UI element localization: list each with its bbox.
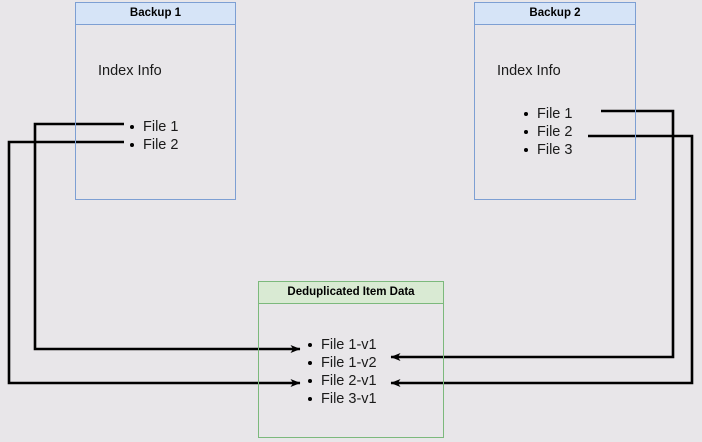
- list-item: File 1: [522, 105, 572, 123]
- dedup-title: Deduplicated Item Data: [259, 282, 443, 304]
- list-item: File 2: [128, 136, 178, 154]
- backup-2-index-info-label: Index Info: [497, 63, 561, 79]
- backup-1-file-list: File 1 File 2: [128, 118, 178, 154]
- backup-2-body: Index Info File 1 File 2 File 3: [475, 25, 635, 199]
- backup-1-body: Index Info File 1 File 2: [76, 25, 235, 199]
- list-item: File 3-v1: [306, 390, 377, 408]
- list-item: File 2-v1: [306, 372, 377, 390]
- backup-2-title: Backup 2: [475, 3, 635, 25]
- backup-1-index-info-label: Index Info: [98, 63, 162, 79]
- dedup-body: File 1-v1 File 1-v2 File 2-v1 File 3-v1: [259, 304, 443, 437]
- list-item: File 2: [522, 123, 572, 141]
- dedup-file-list: File 1-v1 File 1-v2 File 2-v1 File 3-v1: [306, 336, 377, 408]
- list-item: File 1: [128, 118, 178, 136]
- node-deduplicated-item-data[interactable]: Deduplicated Item Data File 1-v1 File 1-…: [258, 281, 444, 438]
- node-backup-1[interactable]: Backup 1 Index Info File 1 File 2: [75, 2, 236, 200]
- backup-2-file-list: File 1 File 2 File 3: [522, 105, 572, 159]
- list-item: File 1-v2: [306, 354, 377, 372]
- list-item: File 3: [522, 141, 572, 159]
- node-backup-2[interactable]: Backup 2 Index Info File 1 File 2 File 3: [474, 2, 636, 200]
- list-item: File 1-v1: [306, 336, 377, 354]
- backup-1-title: Backup 1: [76, 3, 235, 25]
